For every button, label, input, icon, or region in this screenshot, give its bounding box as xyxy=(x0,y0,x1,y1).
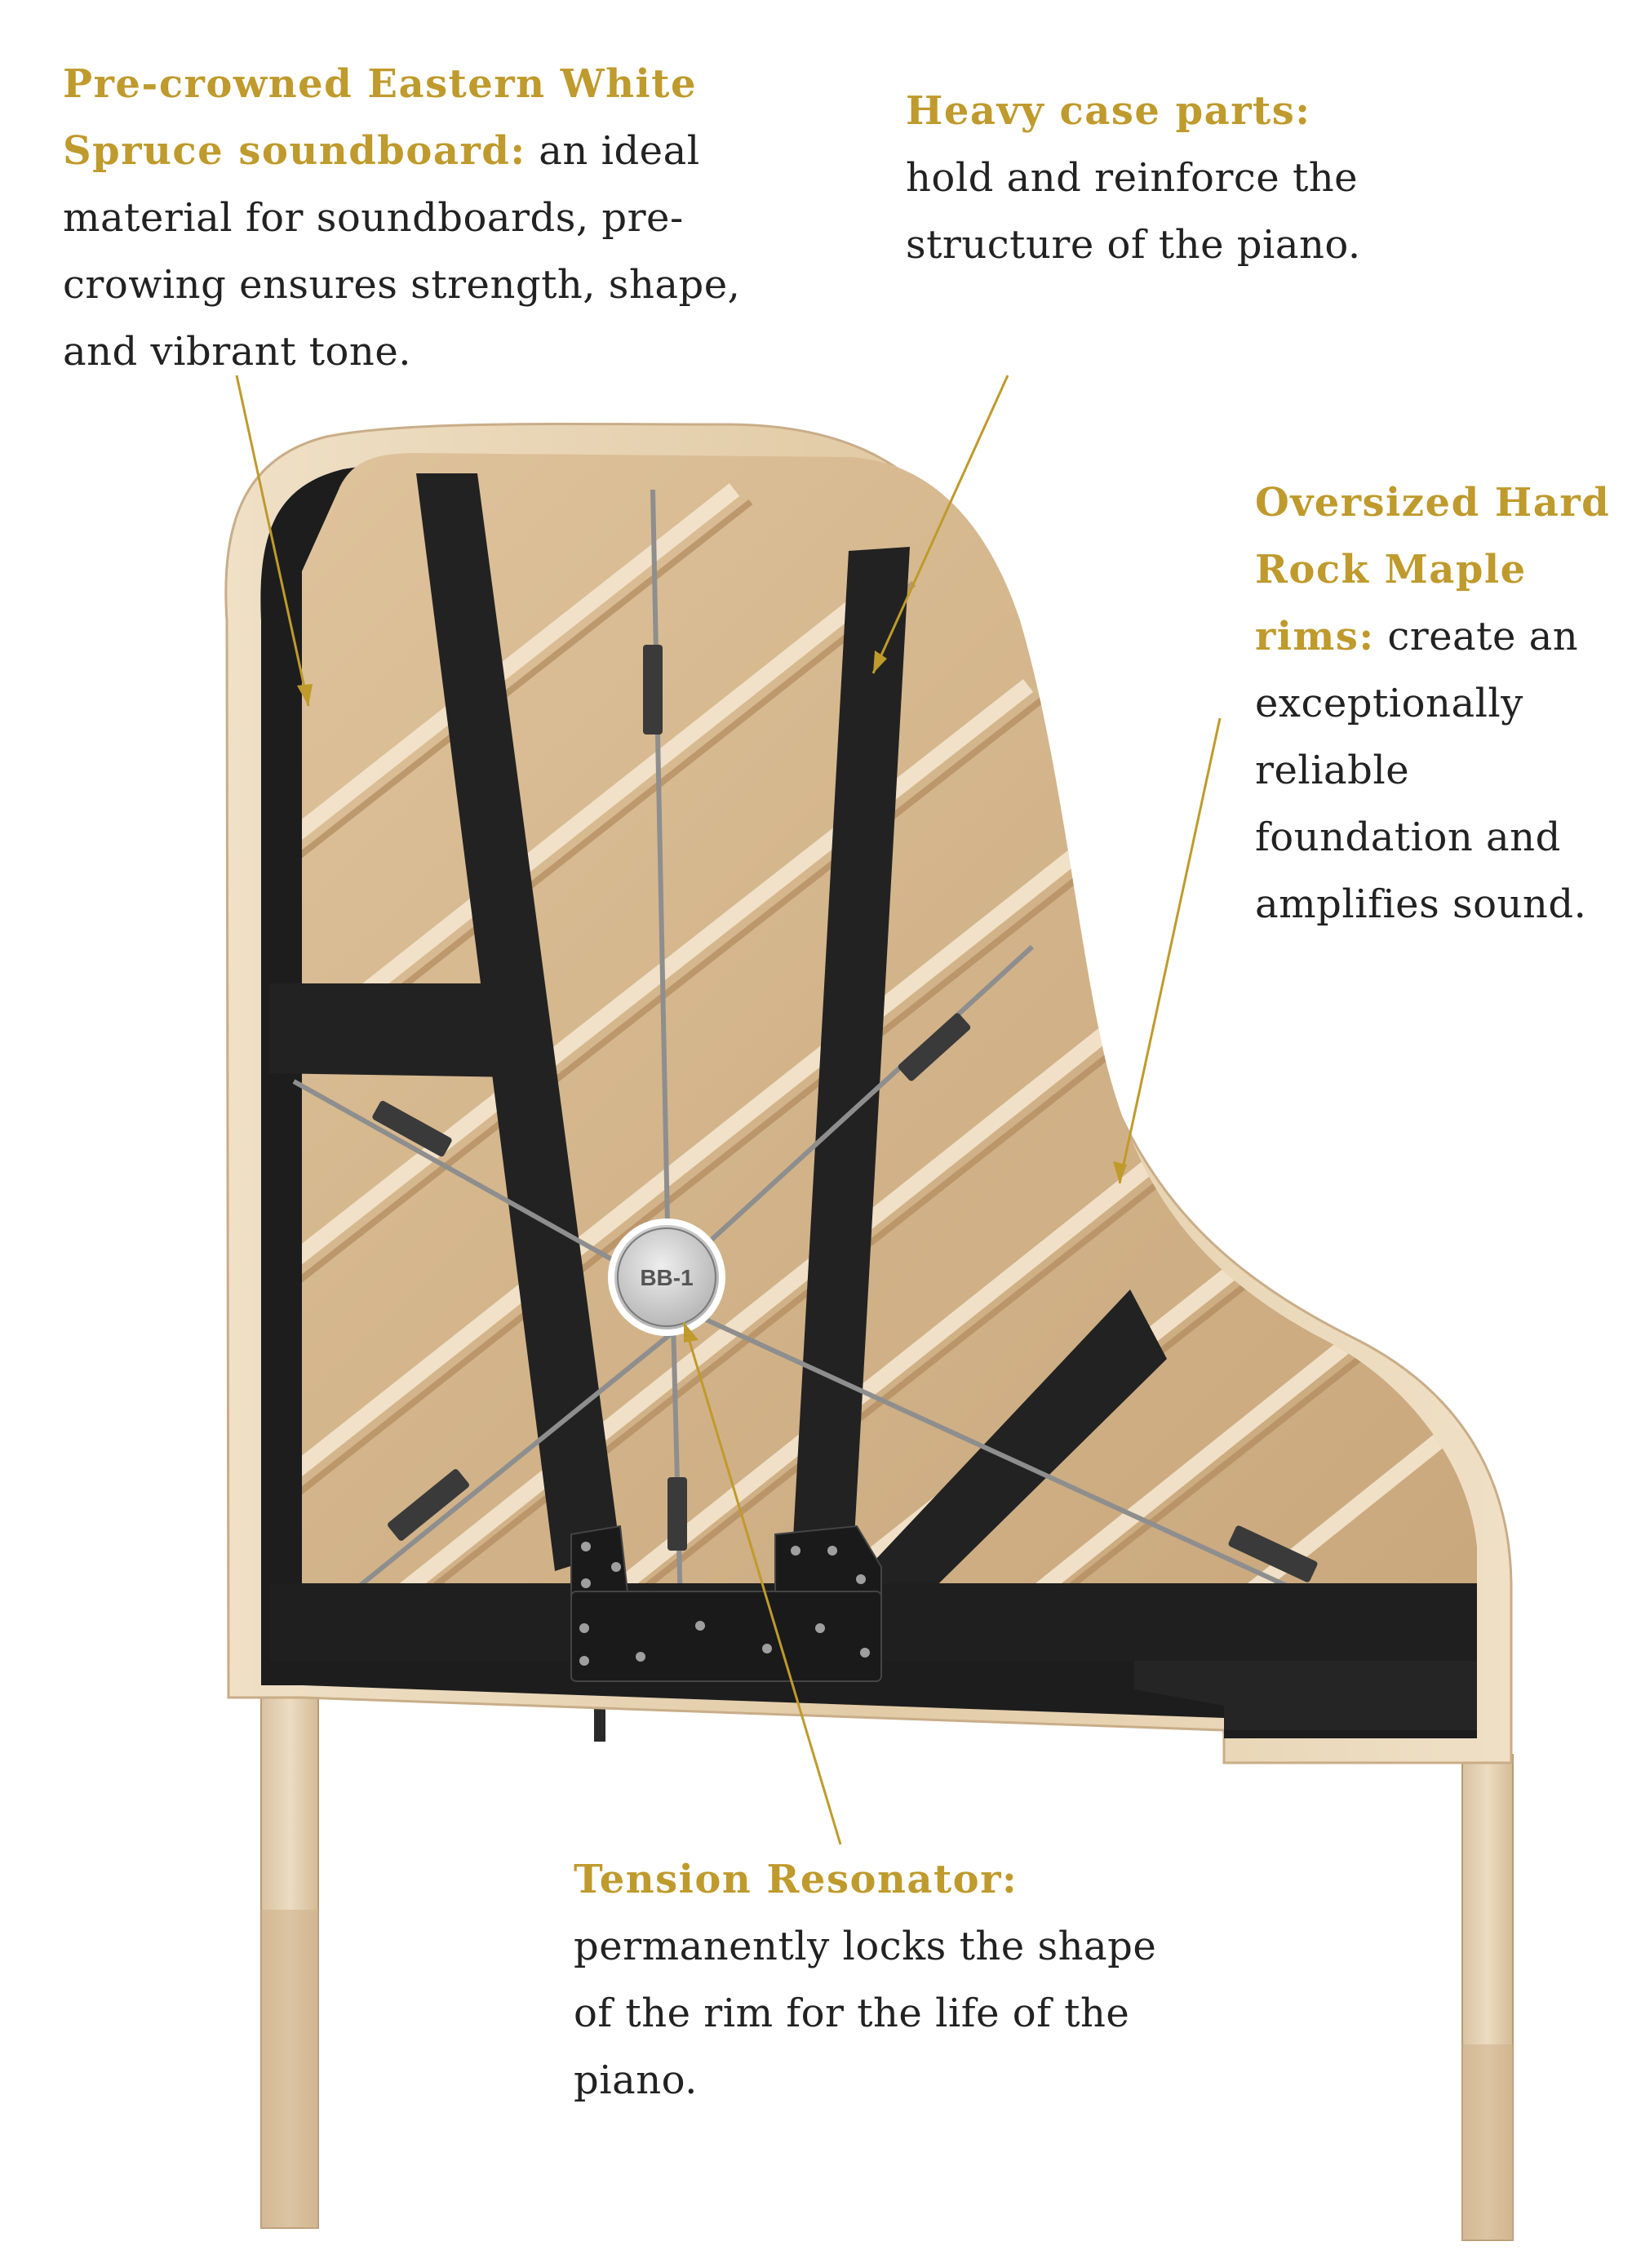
case-braces xyxy=(269,473,1167,1624)
arrowhead-soundboard xyxy=(297,684,313,706)
callout-case-parts-title: Heavy case parts: xyxy=(906,88,1311,134)
callout-case-parts: Heavy case parts: hold and reinforce the… xyxy=(906,78,1363,278)
pedal-rod xyxy=(594,1707,605,1742)
leader-line-resonator xyxy=(682,1321,842,1845)
callout-soundboard-title: Pre-crowned Eastern White Spruce soundbo… xyxy=(63,61,697,174)
callout-rims: Oversized Hard Rock Maple rims: create a… xyxy=(1255,469,1614,938)
leader-line-case xyxy=(871,375,1009,674)
callout-soundboard: Pre-crowned Eastern White Spruce soundbo… xyxy=(63,51,781,385)
resonator-badge-text: BB-1 xyxy=(640,1265,693,1290)
callout-soundboard-body: an ideal material for soundboards, pre-c… xyxy=(63,128,741,375)
arrowhead-case xyxy=(873,650,887,673)
resonator-plate xyxy=(608,1218,725,1336)
callout-resonator-title: Tension Resonator: xyxy=(574,1857,1018,1902)
beam-step xyxy=(1134,1661,1477,1730)
callout-rims-body: create an exceptionally reliable foundat… xyxy=(1255,614,1587,927)
leader-line-rims xyxy=(1118,717,1222,1184)
callout-resonator-body: permanently locks the shape of the rim f… xyxy=(574,1924,1157,2103)
callout-rims-title: Oversized Hard Rock Maple rims: xyxy=(1255,480,1611,659)
callout-case-parts-body: hold and reinforce the structure of the … xyxy=(906,155,1361,268)
arrowhead-rims xyxy=(1113,1161,1127,1183)
arrowhead-resonator xyxy=(684,1322,698,1343)
callout-resonator: Tension Resonator: permanently locks the… xyxy=(574,1846,1194,2114)
bracket-bolts xyxy=(579,1542,870,1666)
leader-line-soundboard xyxy=(235,375,310,707)
rod-turnbuckles xyxy=(372,645,1318,1582)
